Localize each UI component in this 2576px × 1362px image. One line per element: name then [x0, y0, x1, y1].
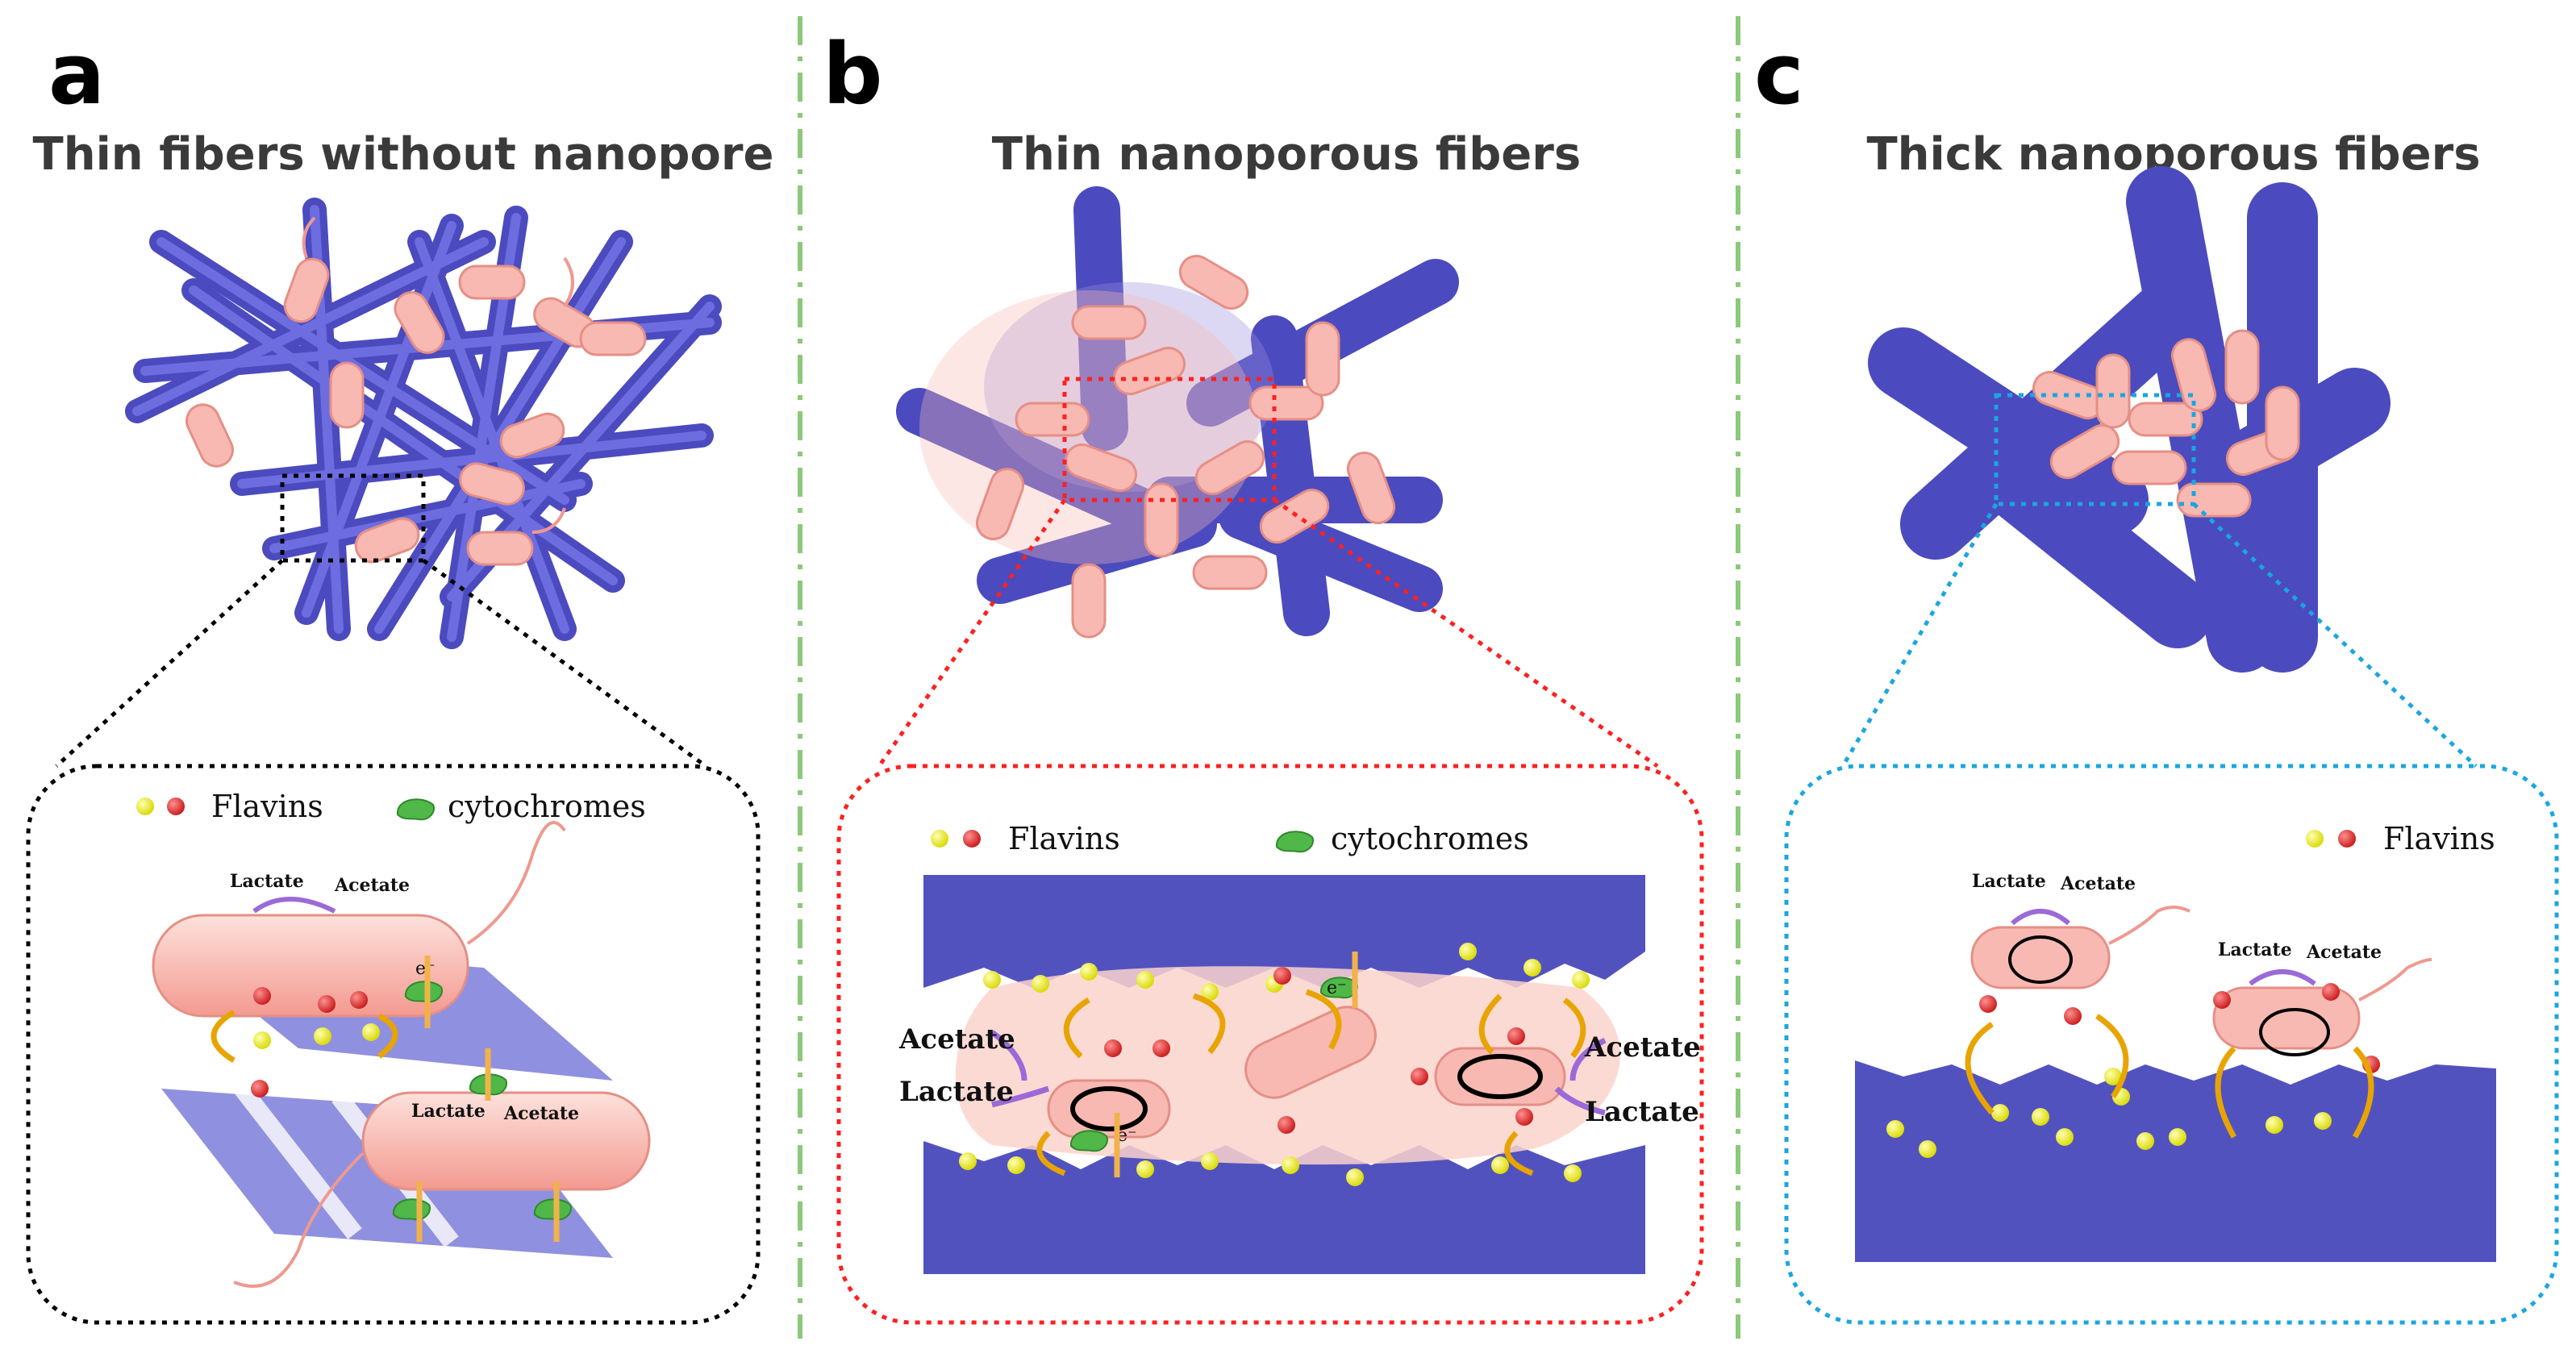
panel-c: c Thick nanoporous fibers: [1754, 25, 2559, 1325]
cell2-acetate-a: Acetate: [503, 1103, 579, 1124]
inset-a: Flavins cytochromes Lactate Acetate e⁻: [136, 789, 651, 1288]
inset-c: Flavins Lactate Acetate Lactate Acetate: [1855, 821, 2496, 1262]
cell2-acetate-c: Acetate: [2306, 942, 2382, 963]
e-label-b2: e⁻: [1327, 978, 1347, 998]
panel-title-b: Thin nanoporous fibers: [992, 128, 1582, 181]
bacteria-group-c: [2032, 329, 2300, 518]
zoom-line-a-right: [422, 558, 707, 768]
substrate-arrows-b: [990, 1030, 1607, 1116]
cell1-acetate-c: Acetate: [2060, 873, 2136, 894]
zoom-line-c-right: [2192, 502, 2478, 768]
cell2-lactate-c: Lactate: [2218, 939, 2292, 960]
zoom-line-b-left: [877, 498, 1067, 768]
label-right-acetate-b: Acetate: [1584, 1031, 1701, 1064]
legend-flavins-b: Flavins: [1008, 821, 1120, 856]
cell2-lactate-a: Lactate: [411, 1101, 486, 1122]
zoom-box-a: [280, 473, 426, 563]
inset-frame-a: [26, 764, 761, 1325]
panel-b: b Thin nanoporous fibers: [823, 25, 1704, 1325]
bacteria-group-a: [185, 216, 647, 566]
panel-a: a Thin fibers without nanopore: [26, 25, 774, 1325]
panel-title-a: Thin fibers without nanopore: [33, 128, 774, 181]
zoom-line-a-left: [55, 559, 284, 768]
legend-flavins-a: Flavins: [211, 789, 323, 824]
panel-letter-c: c: [1754, 25, 1804, 123]
zoom-line-c-left: [1840, 502, 1999, 768]
fiber-bundle-b: [896, 186, 1459, 636]
flavin-arrows-c: [1965, 1014, 2374, 1139]
cell1-lactate-a: Lactate: [230, 871, 304, 892]
zoom-box-c: [1994, 393, 2196, 506]
inset-b: Flavins cytochromes: [898, 821, 1701, 1274]
fiber-mesh-a: [125, 198, 722, 649]
panel-letter-a: a: [48, 25, 105, 123]
panel-letter-b: b: [823, 25, 882, 123]
legend-cytochromes-a: cytochromes: [448, 789, 646, 824]
e-label-b1: e⁻: [1117, 1126, 1137, 1146]
zoom-line-b-right: [1273, 498, 1659, 768]
inset-frame-b: [836, 764, 1704, 1325]
label-left-lactate-b: Lactate: [899, 1076, 1014, 1108]
label-left-acetate-b: Acetate: [898, 1023, 1015, 1056]
cell1-acetate-a: Acetate: [334, 875, 410, 896]
legend-flavins-c: Flavins: [2383, 821, 2495, 856]
label-right-lactate-b: Lactate: [1585, 1096, 1699, 1128]
flavin-arrows-b: [1036, 989, 1586, 1177]
cell1-lactate-c: Lactate: [1972, 871, 2046, 892]
bacteria-group-b: [975, 255, 1396, 639]
zoom-box-b: [1062, 377, 1277, 502]
legend-cytochromes-b: cytochromes: [1331, 821, 1529, 856]
